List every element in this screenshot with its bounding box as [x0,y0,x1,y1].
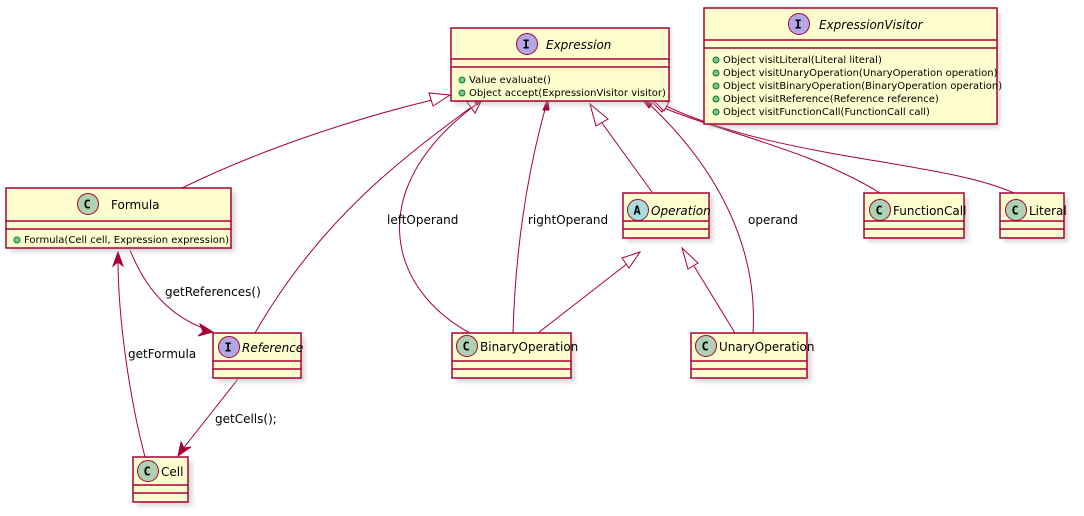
class-badge-letter: C [1012,204,1019,218]
edge-functioncall-expression [663,107,881,194]
node-reference[interactable]: I Reference [212,332,305,382]
node-title: FunctionCall [893,204,966,218]
member: Object accept(ExpressionVisitor visitor) [469,88,666,99]
member: Formula(Cell cell, Expression expression… [24,235,229,246]
interface-badge-icon [788,13,810,35]
class-badge-icon [77,193,99,215]
edge-head-operation-expression [589,102,609,127]
public-method-icon [712,69,720,77]
interface-badge-icon [516,33,538,55]
class-badge-letter: C [84,198,91,212]
node-title: Operation [651,204,711,218]
edge-head-getformula [111,250,125,268]
node-operation[interactable]: A Operation [622,192,713,242]
edge-getcells [181,378,239,451]
label-operand: operand [748,213,798,227]
interface-badge-letter: I [225,341,232,355]
interface-badge-letter: I [795,18,802,32]
class-badge-icon [869,199,891,221]
edge-getformula [117,257,146,458]
abstract-badge-letter: A [634,204,642,218]
edge-leftoperand [399,102,479,334]
edge-head-unary-operation [681,246,699,270]
edge-binary-operation [537,262,629,334]
node-title: UnaryOperation [719,340,815,354]
member: Object visitUnaryOperation(UnaryOperatio… [723,68,998,79]
edge-getreferences [129,249,209,331]
edge-head-binary-operation [621,251,642,269]
member: Object visitBinaryOperation(BinaryOperat… [723,81,1002,92]
class-badge-icon [456,335,478,357]
class-badge-icon [695,335,717,357]
edge-head-getreferences [197,322,215,337]
node-formula[interactable]: C Formula Formula(Cell cell, Expression … [5,187,235,252]
node-title: BinaryOperation [480,340,578,354]
public-method-icon [712,82,720,90]
node-title: ExpressionVisitor [819,18,924,32]
edge-operand [647,102,754,334]
node-title: Cell [161,465,183,479]
member: Object visitFunctionCall(FunctionCall ca… [723,107,930,118]
abstract-badge-icon [627,199,649,221]
class-badge-icon [1005,199,1027,221]
class-badge-icon [137,460,159,482]
member: Value evaluate() [469,75,551,86]
interface-badge-letter: I [523,38,530,52]
interface-badge-icon [218,336,240,358]
edge-formula-expression [181,99,433,189]
edge-head-formula-expression [428,92,452,107]
node-literal[interactable]: C Literal [999,192,1068,242]
node-expressionvisitor[interactable]: I ExpressionVisitor Object visitLiteral(… [703,7,1002,128]
member: Object visitReference(Reference referenc… [723,94,939,105]
node-expression[interactable]: I Expression Value evaluate() Object acc… [450,27,671,105]
public-method-icon [458,76,466,84]
public-method-icon [712,56,720,64]
label-getcells: getCells(); [215,412,277,426]
label-getformula: getFormula [128,347,196,361]
public-method-icon [458,89,466,97]
label-getreferences: getReferences() [165,285,261,299]
node-functioncall[interactable]: C FunctionCall [863,192,968,242]
edges [111,92,1015,458]
node-cell[interactable]: C Cell [132,456,192,506]
class-badge-letter: C [144,465,151,479]
edge-head-getcells [177,440,192,458]
node-title: Reference [242,341,303,355]
edge-rightoperand [512,105,547,334]
public-method-icon [712,95,720,103]
node-title: Formula [111,198,160,212]
edge-unary-operation [693,265,736,334]
public-method-icon [712,108,720,116]
node-binaryoperation[interactable]: C BinaryOperation [451,332,578,382]
edge-operation-expression [601,122,653,193]
label-rightoperand: rightOperand [528,213,608,227]
class-badge-letter: C [463,340,470,354]
edge-reference-expression [254,107,471,334]
node-unaryoperation[interactable]: C UnaryOperation [690,332,815,382]
class-badge-letter: C [702,340,709,354]
member: Object visitLiteral(Literal literal) [723,55,882,66]
node-title: Literal [1029,204,1067,218]
class-badge-letter: C [876,204,883,218]
public-method-icon [13,236,21,244]
node-title: Expression [546,38,611,52]
label-leftoperand: leftOperand [387,213,458,227]
